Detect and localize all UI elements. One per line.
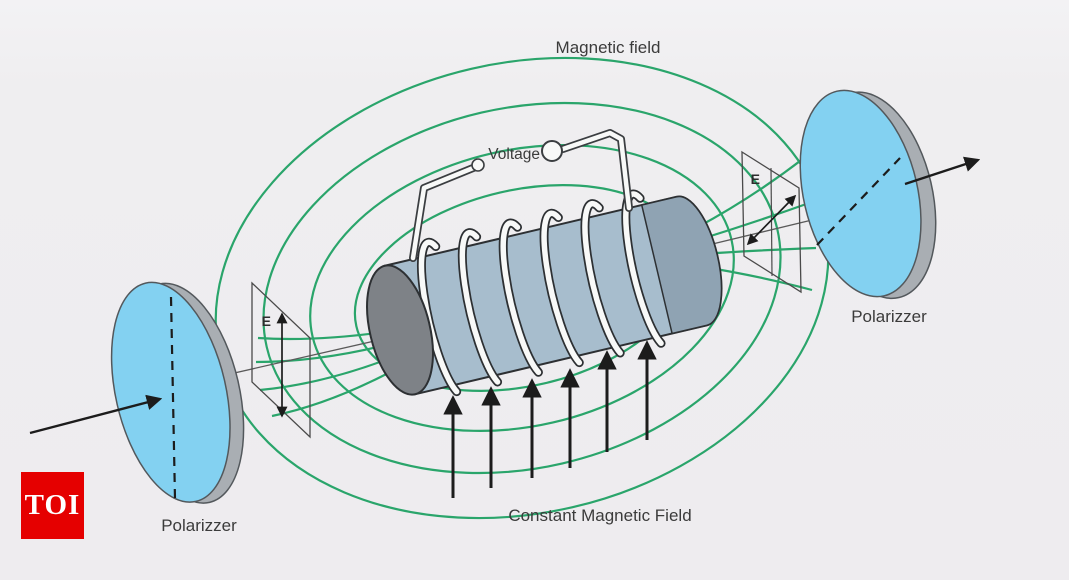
coil-end-band (640, 195, 723, 335)
coil-winding-highlight (418, 239, 460, 395)
outgoing-light-arrow (904, 156, 981, 186)
constant-field-arrows (443, 340, 657, 498)
coil-winding-highlight (582, 200, 623, 356)
toi-logo: TOI (21, 472, 84, 539)
toi-logo-text: TOI (24, 489, 81, 521)
e-label-right: E (751, 171, 760, 187)
polarization-axis-left (169, 296, 177, 500)
e-plane-left: E (251, 281, 311, 439)
magnetic-field-label: Magnetic field (556, 38, 661, 57)
voltage-terminal-circle (541, 140, 563, 162)
incoming-light-arrow (29, 394, 163, 435)
constant-magnetic-field-label: Constant Magnetic Field (508, 506, 691, 525)
wire-terminal-knob (471, 158, 485, 172)
solenoid-coil (366, 189, 723, 397)
coil-winding-highlight (500, 220, 542, 376)
polarizer-right-label: Polarizzer (851, 307, 927, 326)
polarizer-left (110, 281, 245, 504)
voltage-label: Voltage (488, 146, 540, 163)
polarizer-right (799, 89, 937, 300)
e-plane-right: E (741, 150, 802, 294)
e-plane-left-frame (251, 281, 311, 439)
voltage-wires (409, 129, 633, 262)
coil-winding-highlight (459, 229, 501, 385)
polarizer-left-label: Polarizzer (161, 516, 237, 535)
e-label-left: E (262, 313, 271, 329)
e-plane-right-frame (741, 150, 802, 294)
beam-line-left (207, 336, 393, 380)
polarization-axis-right-rotated (816, 157, 901, 246)
e-vector-rotated (746, 194, 797, 246)
voltage-wire-left-core (410, 163, 481, 261)
coil-end-face (366, 264, 434, 396)
polarizer-left-disc (110, 281, 231, 503)
coil-winding-highlight (541, 210, 583, 366)
voltage-wire-right-core (560, 130, 632, 211)
